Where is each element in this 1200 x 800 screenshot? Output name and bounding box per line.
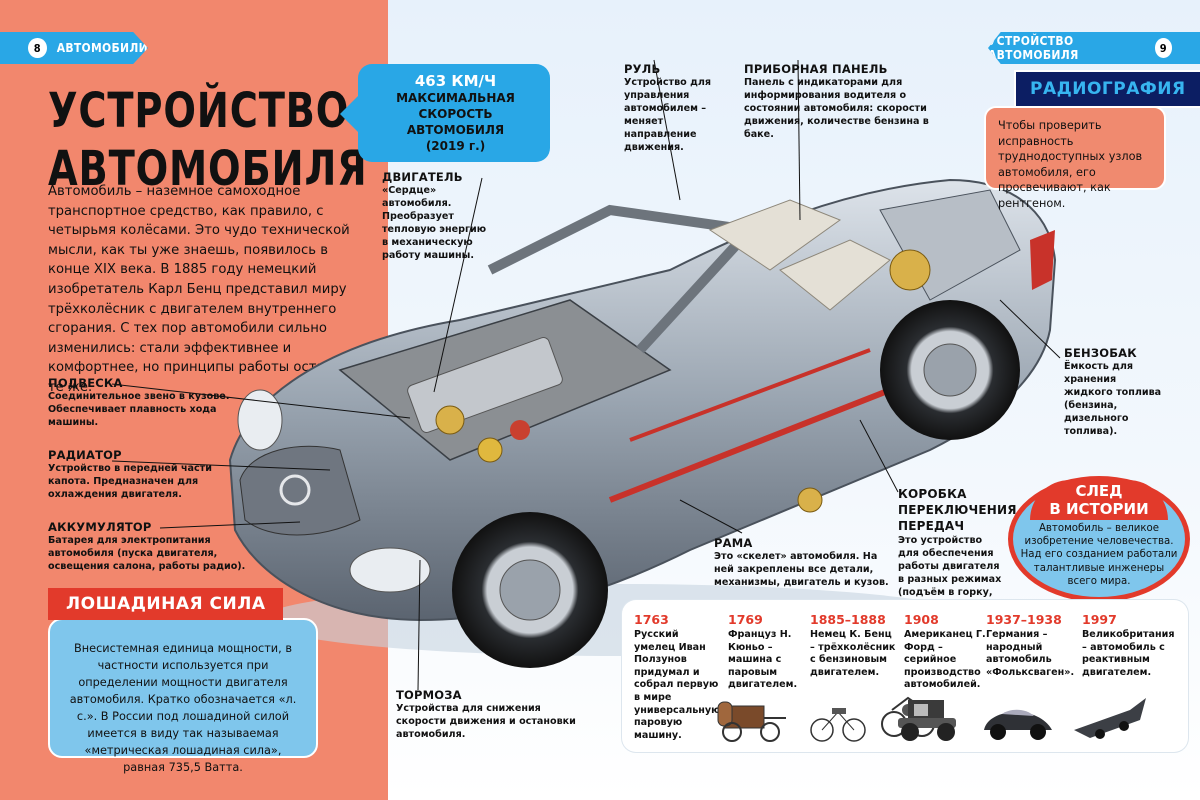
speed-line-4: (2019 г.) (425, 139, 486, 153)
suspension-title: ПОДВЕСКА (48, 376, 123, 390)
battery-text: Батарея для электропитания автомобиля (п… (48, 535, 246, 572)
fuel-tank-title: БЕНЗОБАК (1064, 346, 1137, 360)
left-page-number: 8 (28, 38, 47, 58)
left-section-label: АВТОМОБИЛИ (56, 41, 148, 55)
timeline-item: 1769 Француз Н. Кюньо – машина с паровым… (728, 612, 816, 692)
timeline-year: 1937–1938 (986, 612, 1062, 627)
frame-text: Это «скелет» автомобиля. На ней закрепле… (714, 551, 889, 588)
timeline-text: Немец К. Бенц – трёхколёсник с бензиновы… (810, 629, 896, 678)
brakes-text: Устройства для снижения скорости движени… (396, 703, 576, 740)
history-title-2: В ИСТОРИИ (1049, 500, 1149, 518)
label-fuel-tank: БЕНЗОБАК Ёмкость для хранения жидкого то… (1064, 346, 1164, 438)
timeline-year: 1885–1888 (810, 612, 886, 627)
radiography-text: Чтобы проверить исправность труднодоступ… (998, 119, 1143, 210)
speed-callout (358, 64, 550, 162)
right-header-tab: УСТРОЙСТВО АВТОМОБИЛЯ 9 (988, 32, 1200, 64)
speed-value: 463 КМ/Ч (414, 72, 497, 90)
speed-description: МАКСИМАЛЬНАЯ СКОРОСТЬ АВТОМОБИЛЯ (2019 г… (368, 90, 543, 154)
speed-callout-arrow (340, 92, 362, 136)
label-frame: РАМА Это «скелет» автомобиля. На ней зак… (714, 536, 894, 589)
steering-text: Устройство для управления автомобилем – … (624, 77, 712, 153)
timeline-text: Великобритания – автомобиль с реактивным… (1082, 629, 1175, 678)
radiography-box: Чтобы проверить исправность труднодоступ… (984, 106, 1166, 210)
timeline-year: 1908 (904, 612, 939, 627)
label-dashboard: ПРИБОРНАЯ ПАНЕЛЬ Панель с индикаторами д… (744, 62, 934, 141)
brakes-title: ТОРМОЗА (396, 688, 462, 702)
horsepower-heading: ЛОШАДИНАЯ СИЛА (48, 588, 284, 620)
timeline-year: 1769 (728, 612, 763, 627)
frame-title: РАМА (714, 536, 753, 550)
history-heading: СЛЕД В ИСТОРИИ (1008, 482, 1190, 518)
steering-title: РУЛЬ (624, 62, 661, 76)
battery-title: АККУМУЛЯТОР (48, 520, 152, 534)
timeline-text: Француз Н. Кюньо – машина с паровым двиг… (728, 629, 798, 691)
jet-car-icon (1074, 698, 1146, 739)
engine-title: ДВИГАТЕЛЬ (382, 170, 463, 184)
timeline-item: 1937–1938 Германия – народный автомобиль… (986, 612, 1074, 679)
timeline-text: Германия – народный автомобиль «Фольксва… (986, 629, 1075, 678)
timeline-item: 1908 Американец Г. Форд – серийное произ… (904, 612, 992, 692)
right-page-number: 9 (1154, 38, 1172, 58)
gearbox-title: КОРОБКА ПЕРЕКЛЮЧЕНИЯ ПЕРЕДАЧ (898, 487, 1017, 533)
dashboard-text: Панель с индикаторами для информирования… (744, 77, 929, 140)
speed-line-2: СКОРОСТЬ (418, 107, 493, 121)
timeline-text: Русский умелец Иван Ползунов придумал и … (634, 629, 721, 741)
radiography-heading: РАДИОГРАФИЯ (1014, 70, 1200, 108)
left-header-tab: 8 АВТОМОБИЛИ (0, 32, 148, 64)
label-battery: АККУМУЛЯТОР Батарея для электропитания а… (48, 520, 248, 573)
timeline-item: 1997 Великобритания – автомобиль с реакт… (1082, 612, 1175, 679)
label-gearbox: КОРОБКА ПЕРЕКЛЮЧЕНИЯ ПЕРЕДАЧ Это устройс… (898, 486, 1017, 612)
history-heading-background (1030, 480, 1168, 520)
fuel-tank-text: Ёмкость для хранения жидкого топлива (бе… (1064, 361, 1162, 437)
speed-line-3: АВТОМОБИЛЯ (406, 123, 505, 137)
history-text: Автомобиль – великое изобретение человеч… (1020, 523, 1178, 587)
history-title-1: СЛЕД (1075, 482, 1123, 500)
label-radiator: РАДИАТОР Устройство в передней части кап… (48, 448, 238, 501)
engine-text: «Сердце» автомобиля. Преобразует теплову… (382, 185, 487, 261)
ford-model-t-icon (898, 700, 956, 741)
volkswagen-beetle-icon (984, 709, 1052, 740)
horsepower-box: Внесистемная единица мощности, в частнос… (48, 618, 318, 774)
dashboard-title: ПРИБОРНАЯ ПАНЕЛЬ (744, 62, 888, 76)
label-engine: ДВИГАТЕЛЬ «Сердце» автомобиля. Преобразу… (382, 170, 492, 262)
radiator-text: Устройство в передней части капота. Пред… (48, 463, 212, 500)
timeline-year: 1997 (1082, 612, 1117, 627)
timeline-text: Американец Г. Форд – серийное производст… (904, 629, 986, 691)
right-section-label: УСТРОЙСТВО АВТОМОБИЛЯ (988, 34, 1079, 62)
suspension-text: Соединительное звено в кузове. Обеспечив… (48, 391, 230, 428)
benz-tricycle-icon (810, 708, 866, 742)
steam-car-icon (717, 701, 786, 742)
radiator-title: РАДИАТОР (48, 448, 122, 462)
label-brakes: ТОРМОЗА Устройства для снижения скорости… (396, 688, 576, 741)
timeline-panel: 1763 Русский умелец Иван Ползунов придум… (622, 600, 1188, 752)
timeline-item: 1763 Русский умелец Иван Ползунов придум… (634, 612, 722, 742)
timeline-year: 1763 (634, 612, 669, 627)
label-steering: РУЛЬ Устройство для управления автомобил… (624, 62, 724, 154)
horsepower-text: Внесистемная единица мощности, в частнос… (69, 642, 297, 774)
label-suspension: ПОДВЕСКА Соединительное звено в кузове. … (48, 376, 248, 429)
intro-paragraph: Автомобиль – наземное самоходное транспо… (48, 184, 357, 395)
timeline-item: 1885–1888 Немец К. Бенц – трёхколёсник с… (810, 612, 898, 679)
speed-line-1: МАКСИМАЛЬНАЯ (396, 91, 515, 105)
